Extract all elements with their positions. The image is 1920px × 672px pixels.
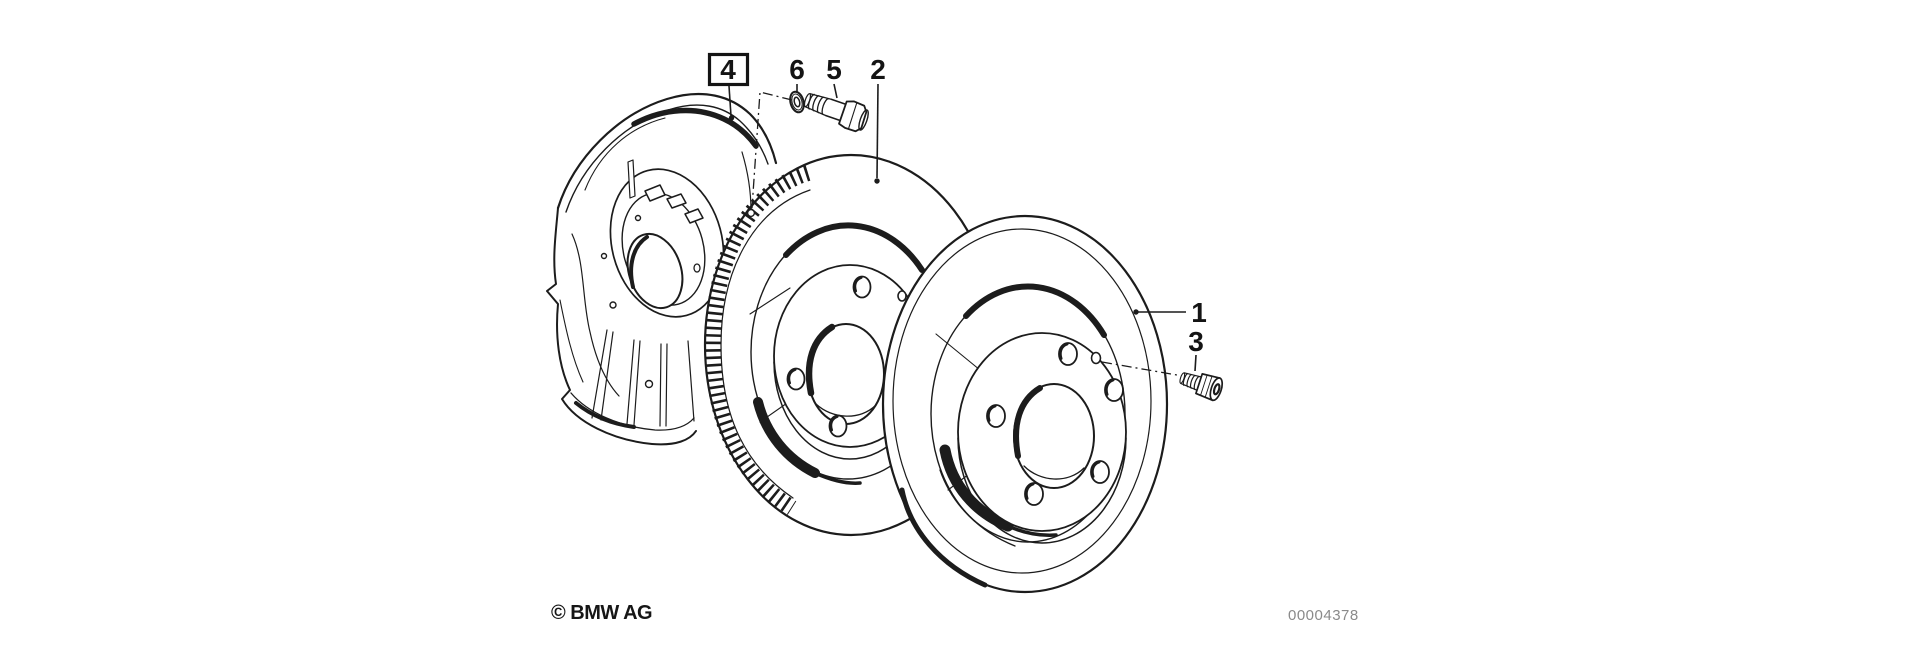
drawing-number: 00004378 xyxy=(1288,607,1359,624)
disc1-face-line-1 xyxy=(935,333,981,371)
guard-rim-edge-line xyxy=(741,151,752,212)
callout-3-label[interactable]: 3 xyxy=(1188,326,1204,357)
guard-slot-1 xyxy=(644,184,666,202)
guard-rim-shading xyxy=(631,107,759,149)
guard-hole-small-1 xyxy=(634,214,642,222)
guard-hole-small-3 xyxy=(609,301,617,309)
callout-4-leader xyxy=(728,85,732,117)
callout-2-leader-dot xyxy=(874,178,880,184)
guard-slot-3 xyxy=(684,208,704,224)
guard-hole-small-2 xyxy=(600,252,608,260)
disc1-bolt-holes xyxy=(986,342,1124,506)
callout-5-label[interactable]: 5 xyxy=(826,54,842,85)
disc2-top-shading xyxy=(783,222,925,273)
solid-brake-disc-drawing xyxy=(881,214,1169,594)
guard-inner-rim xyxy=(565,104,769,213)
callout-1-leader-dot xyxy=(1133,309,1139,315)
bolt-head-cap xyxy=(858,109,869,131)
disc1-bore-shading xyxy=(1013,385,1043,459)
callout-4-label[interactable]: 4 xyxy=(720,54,736,85)
guard-fold-line-2 xyxy=(559,299,584,383)
callout-2-label[interactable]: 2 xyxy=(870,54,886,85)
guard-tab-slot xyxy=(627,159,636,199)
disc1-lower-shading xyxy=(939,444,1014,532)
disc1-setscrew-hole xyxy=(1090,351,1102,365)
guard-lower-ribs xyxy=(591,329,695,427)
disc1-rim-inner-line xyxy=(892,228,1152,574)
disc2-rim-inner-line xyxy=(720,189,811,499)
guard-lip-inner xyxy=(570,392,695,431)
disc1-lower-shading-tail xyxy=(1006,524,1058,537)
callout-5-leader xyxy=(833,83,838,99)
disc1-bottom-edge-shading xyxy=(899,487,988,588)
ring-outer xyxy=(609,168,725,318)
callout-4-leader-dot xyxy=(728,115,735,121)
bolt-thread-outline xyxy=(805,93,833,117)
guard-outer-rim xyxy=(556,92,778,210)
washer-drawing xyxy=(789,90,805,114)
disc2-face-line-1 xyxy=(749,287,791,315)
callout-1-label[interactable]: 1 xyxy=(1191,297,1207,328)
disc1-lower-shading-line xyxy=(939,469,1016,547)
disc2-setscrew-hole xyxy=(897,290,907,302)
splash-guard-drawing xyxy=(546,92,778,446)
guard-center-hole-shading xyxy=(629,235,649,289)
callout-6-label[interactable]: 6 xyxy=(789,54,805,85)
copyright-text: © BMW AG xyxy=(551,602,652,624)
disc2-bore-wall xyxy=(815,403,877,417)
bolt-head-facet xyxy=(847,102,858,130)
disc1-bore-wall xyxy=(1023,465,1085,480)
callout-4-box[interactable] xyxy=(707,52,750,87)
guard-hole-small-4 xyxy=(644,379,654,389)
guard-hole-small-5 xyxy=(693,263,701,273)
callout-2-leader xyxy=(876,83,879,179)
screw-socket xyxy=(1212,383,1221,396)
disc1-top-shading xyxy=(963,283,1107,338)
washer-bore xyxy=(793,96,801,108)
disc2-lower-shading xyxy=(753,397,820,478)
disc2-lower-shading-tail xyxy=(813,471,862,485)
setscrew-axis-centerline xyxy=(1101,361,1178,376)
guard-rim-inner-line xyxy=(584,117,666,191)
screw-head-knurl xyxy=(1200,374,1213,398)
guard-left-silhouette xyxy=(546,207,697,446)
guard-lip-shading xyxy=(574,401,636,429)
washer-mid xyxy=(791,93,803,111)
washer-outer xyxy=(789,90,805,114)
hex-bolt-drawing xyxy=(803,93,869,133)
bolt-hex-head xyxy=(838,100,868,133)
bolt-shank xyxy=(825,98,847,122)
screw-thread-outline xyxy=(1180,372,1202,391)
set-screw-drawing xyxy=(1179,372,1224,402)
disc2-bore-shading xyxy=(805,323,836,397)
disc1-hub-wall xyxy=(957,437,1127,544)
guard-mount-hole xyxy=(746,208,756,218)
callout-3-leader xyxy=(1194,354,1197,372)
guard-slot-2 xyxy=(666,193,687,209)
